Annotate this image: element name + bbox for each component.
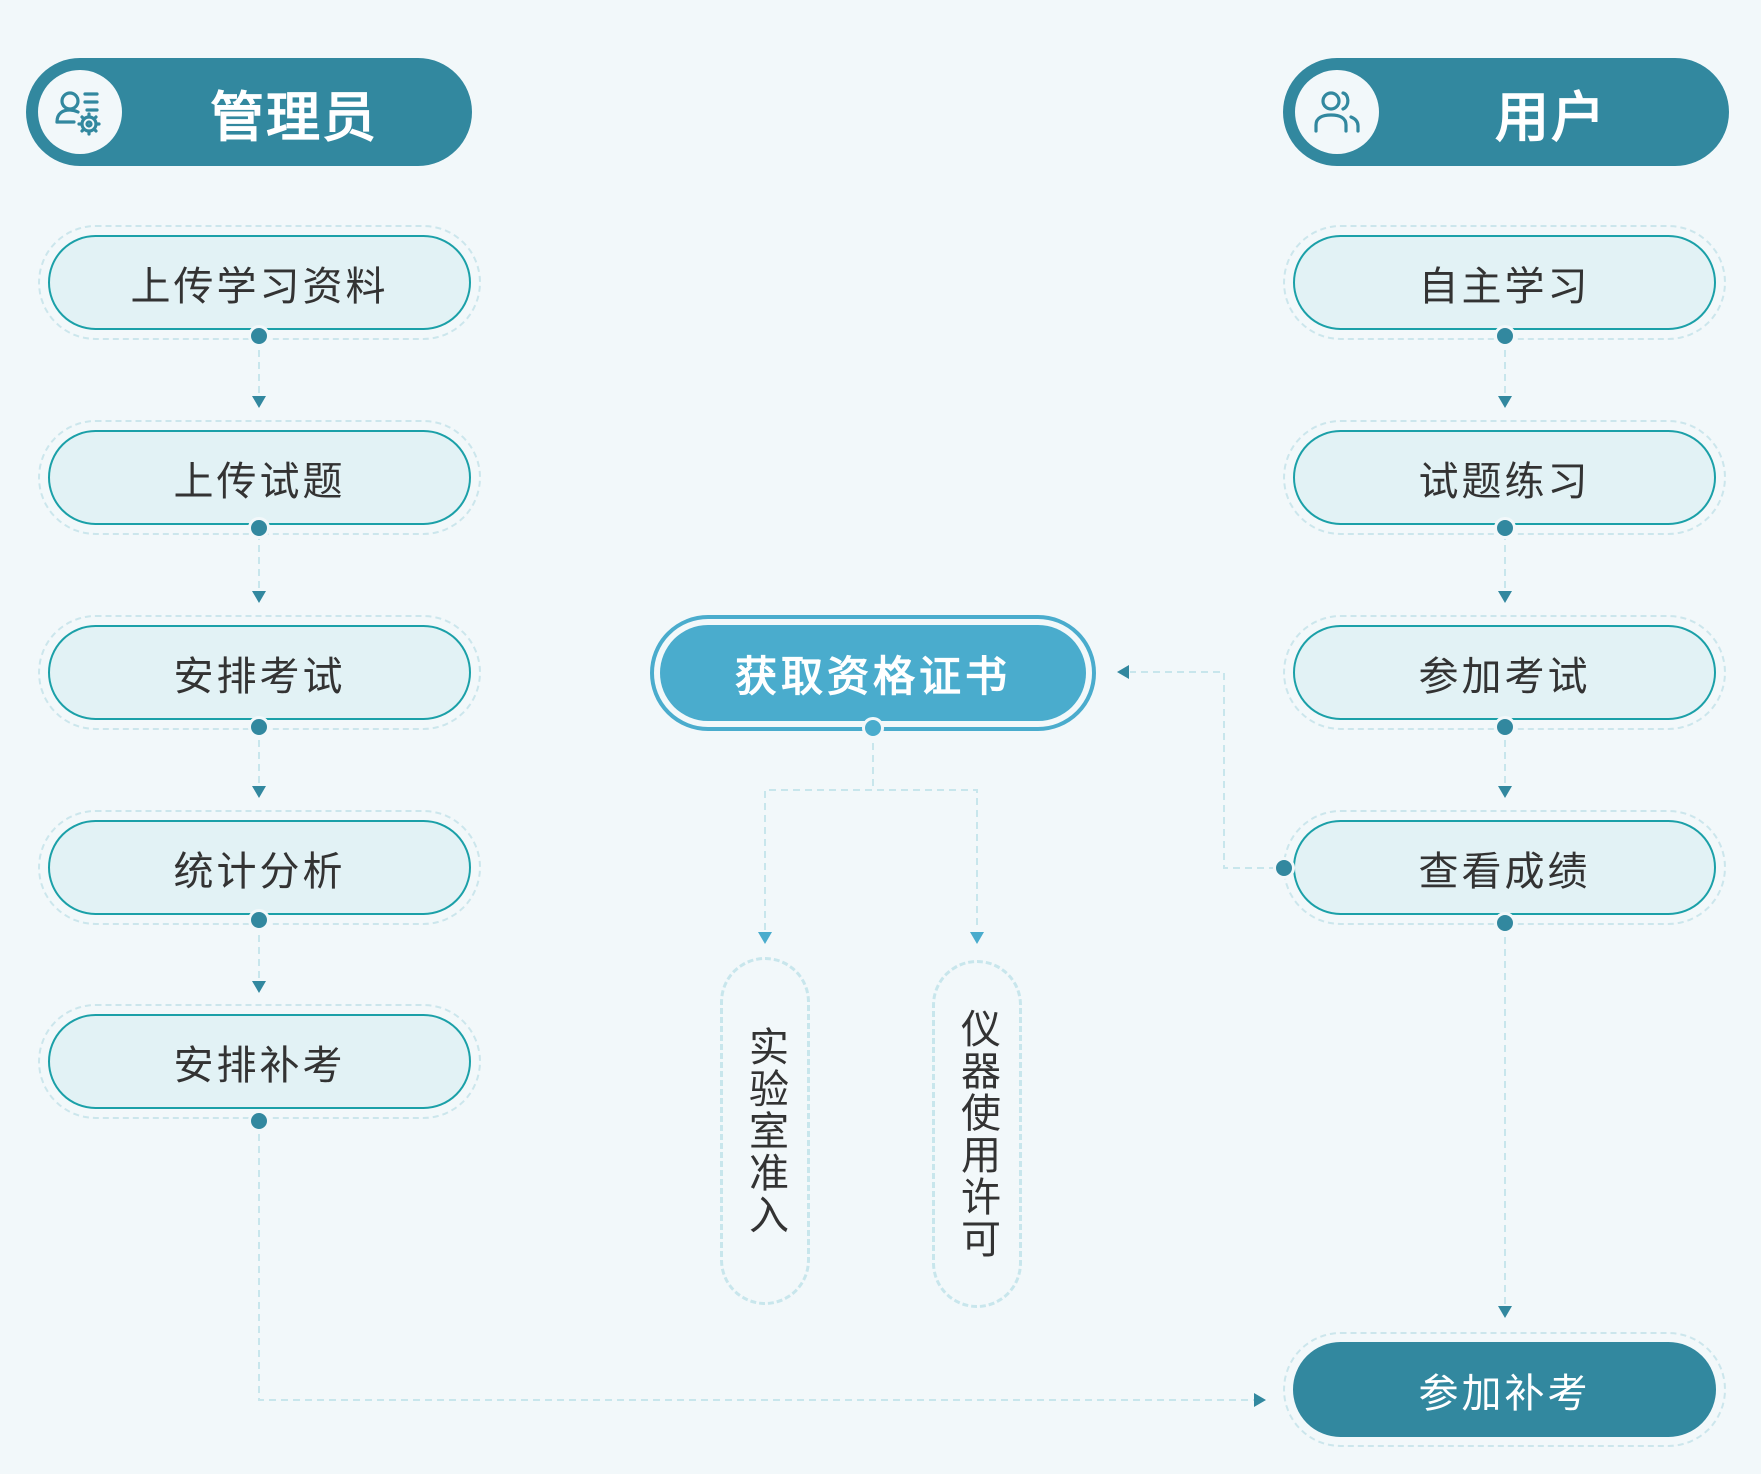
step-label: 安排补考: [48, 1014, 471, 1109]
user-step-view-scores[interactable]: 查看成绩: [1283, 810, 1726, 925]
step-label: 上传学习资料: [48, 235, 471, 330]
user-step-self-study[interactable]: 自主学习: [1283, 225, 1726, 340]
connector-dot: [1273, 857, 1295, 879]
step-label: 参加考试: [1293, 625, 1716, 720]
admin-step-upload-materials[interactable]: 上传学习资料: [38, 225, 481, 340]
admin-header: 管理员: [26, 58, 472, 166]
step-label: 自主学习: [1293, 235, 1716, 330]
admin-step-schedule-makeup[interactable]: 安排补考: [38, 1004, 481, 1119]
outcome-lab-access[interactable]: 实验室准入: [720, 957, 810, 1305]
user-title: 用户: [1495, 85, 1607, 149]
step-label: 统计分析: [48, 820, 471, 915]
connector-dot: [248, 1110, 270, 1132]
step-label: 安排考试: [48, 625, 471, 720]
connector-dot: [862, 717, 884, 739]
connector-dot: [248, 517, 270, 539]
step-label: 上传试题: [48, 430, 471, 525]
certificate-label: 获取资格证书: [660, 625, 1086, 721]
outcome-instrument-permit[interactable]: 仪器使用许可: [932, 960, 1022, 1308]
admin-title: 管理员: [210, 85, 378, 149]
connector-dot: [248, 716, 270, 738]
admin-step-statistics[interactable]: 统计分析: [38, 810, 481, 925]
connector-dot: [1494, 716, 1516, 738]
connector-dot: [1494, 517, 1516, 539]
step-label: 试题练习: [1293, 430, 1716, 525]
get-certificate-node[interactable]: 获取资格证书: [650, 615, 1096, 731]
connector-dot: [1494, 325, 1516, 347]
connector-dot: [1494, 912, 1516, 934]
user-step-take-exam[interactable]: 参加考试: [1283, 615, 1726, 730]
step-label: 参加补考: [1293, 1342, 1716, 1437]
outcome-label: 仪器使用许可: [954, 1008, 1000, 1260]
user-step-practice[interactable]: 试题练习: [1283, 420, 1726, 535]
step-label: 查看成绩: [1293, 820, 1716, 915]
admin-step-schedule-exam[interactable]: 安排考试: [38, 615, 481, 730]
outcome-label: 实验室准入: [742, 1026, 788, 1236]
connector-dot: [248, 909, 270, 931]
user-header: 用户: [1283, 58, 1729, 166]
user-step-makeup-exam[interactable]: 参加补考: [1283, 1332, 1726, 1447]
users-icon: [1295, 70, 1379, 154]
admin-settings-icon: [38, 70, 122, 154]
connector-dot: [248, 325, 270, 347]
